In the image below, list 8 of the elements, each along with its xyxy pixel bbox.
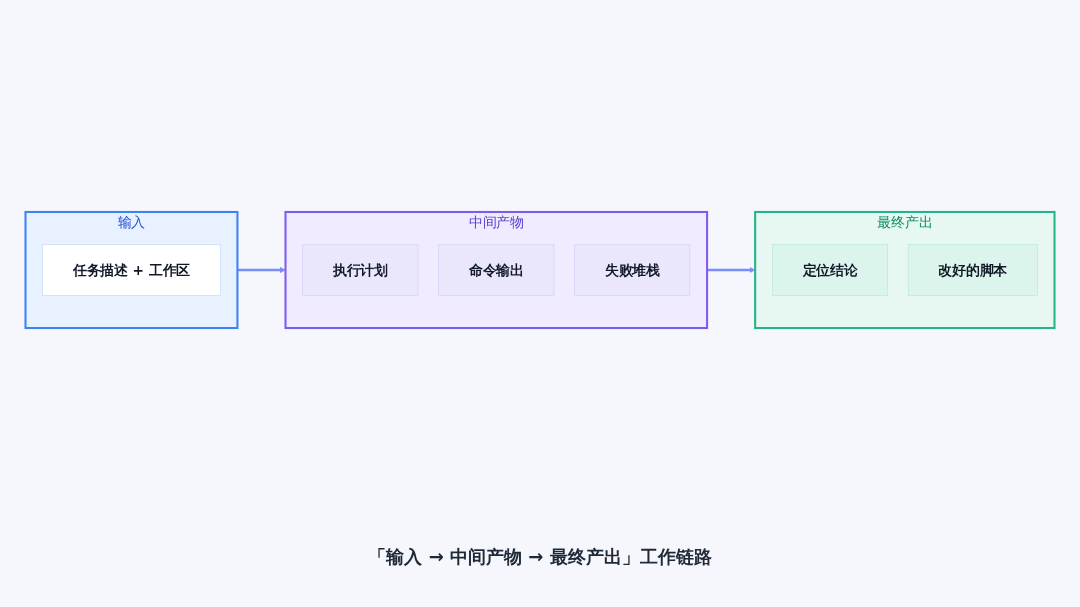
arrow bbox=[237, 267, 286, 273]
node-box: 失败堆栈 bbox=[574, 244, 691, 296]
node-box: 改好的脚本 bbox=[907, 244, 1038, 296]
arrow bbox=[707, 267, 756, 273]
node-box: 定位结论 bbox=[771, 244, 888, 296]
node-box: 任务描述 + 工作区 bbox=[42, 244, 221, 296]
node-box: 命令输出 bbox=[438, 244, 555, 296]
caption: 「输入 → 中间产物 → 最终产出」工作链路 bbox=[368, 546, 712, 567]
